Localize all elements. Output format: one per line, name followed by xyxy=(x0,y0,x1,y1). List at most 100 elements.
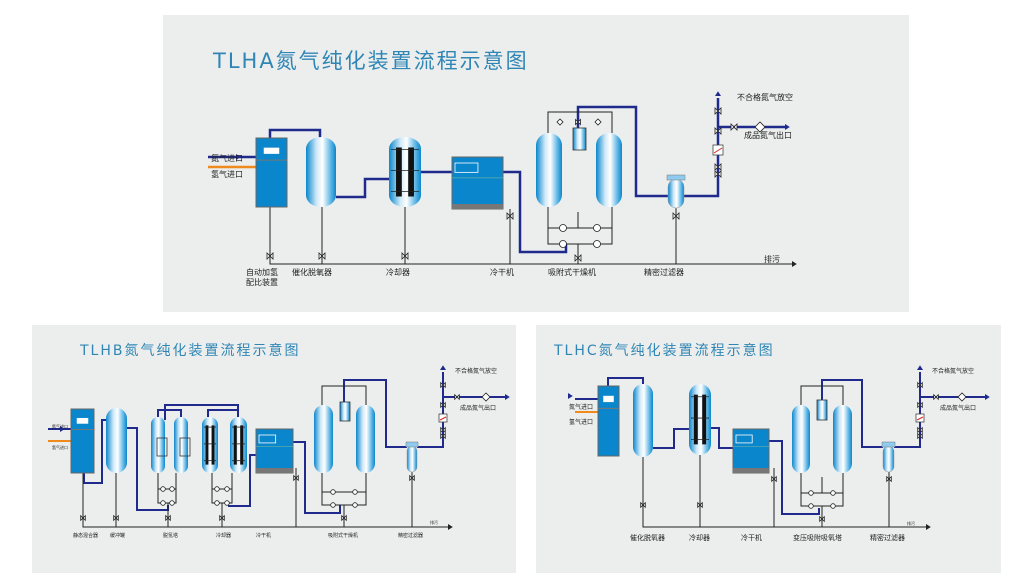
equipment-label: 配比装置 xyxy=(246,277,278,287)
precision-filter xyxy=(406,445,418,473)
arrow-head-icon xyxy=(985,394,990,400)
pipe xyxy=(82,473,448,528)
precision-filter xyxy=(882,445,895,473)
pipe xyxy=(800,385,844,405)
vent-label: 不合格氮气放空 xyxy=(737,92,793,102)
equipment-label: 吸附式干燥机 xyxy=(548,267,596,277)
pneumatic-valve-icon xyxy=(330,489,336,495)
pipe xyxy=(607,377,644,386)
valve-icon xyxy=(574,254,582,262)
pneumatic-valve-icon xyxy=(830,490,836,496)
pipe xyxy=(321,385,367,405)
heat-exchanger-tubes xyxy=(408,147,414,197)
product-outlet-label: 成品氮气出口 xyxy=(460,404,496,412)
valve-icon xyxy=(714,127,722,135)
valve-icon xyxy=(640,501,646,509)
pipe xyxy=(293,441,341,514)
tank xyxy=(106,408,127,473)
pneumatic-valve-icon xyxy=(330,502,336,508)
arrow-head-icon xyxy=(568,393,573,399)
valve-icon xyxy=(113,514,119,522)
valve-icon xyxy=(440,426,446,434)
tank xyxy=(230,417,247,473)
equipment-label: 变压吸附吸氧塔 xyxy=(793,533,842,542)
valve-icon xyxy=(714,170,722,178)
arrow-head-icon xyxy=(236,154,241,160)
refrigerated-dryer xyxy=(451,156,504,210)
pneumatic-valve-icon xyxy=(830,503,836,509)
equipment-label: 精密过滤器 xyxy=(870,533,905,542)
arrow-head-icon xyxy=(505,394,510,400)
vent-label: 不合格氮气放空 xyxy=(932,367,974,375)
pipe xyxy=(207,409,238,417)
tank xyxy=(174,417,188,473)
tank xyxy=(633,384,653,457)
pipe xyxy=(503,170,568,254)
filter-head xyxy=(405,441,419,448)
equipment-label: 精密过滤器 xyxy=(398,532,423,539)
pneumatic-valve-icon xyxy=(160,486,166,492)
equipment-label: 冷却器 xyxy=(216,532,231,539)
heat-exchanger-tubes xyxy=(240,425,244,465)
tank xyxy=(314,405,333,473)
pipe xyxy=(269,207,792,265)
valve-icon xyxy=(886,475,892,483)
pipe xyxy=(547,111,613,133)
flow-meter-needle xyxy=(713,147,723,154)
valve-icon xyxy=(318,252,326,260)
pneumatic-valve-icon xyxy=(169,486,175,492)
equipment-label: 冷干机 xyxy=(256,532,271,539)
arrow-head-icon xyxy=(917,365,923,370)
hydrogen-inlet-label: 氢气进口 xyxy=(211,169,243,179)
pneumatic-valve-icon xyxy=(160,500,166,506)
equipment-label: 脱氢塔 xyxy=(163,532,178,539)
display-panel xyxy=(76,417,89,424)
panel-tlha: TLHA氮气纯化装置流程示意图 氮气进口 氢气进口 不合格氮气放空 成品氮气出口… xyxy=(211,49,793,287)
nitrogen-inlet-label: 氮气进口 xyxy=(569,403,593,411)
tank xyxy=(536,133,562,207)
equipment-label: 精密过滤器 xyxy=(644,267,684,277)
valve-icon xyxy=(917,381,923,389)
pipe xyxy=(343,379,407,448)
pneumatic-valve-icon xyxy=(559,224,567,232)
display-panel xyxy=(603,395,614,403)
pneumatic-valve-icon xyxy=(224,486,230,492)
valve-icon xyxy=(341,514,347,522)
equipment-label: 冷却器 xyxy=(386,267,410,277)
valve-icon xyxy=(454,393,460,401)
equipment-label: 冷却器 xyxy=(689,533,710,542)
equipment-label: 冷干机 xyxy=(490,267,514,277)
mixer-unit xyxy=(597,385,620,457)
tank xyxy=(202,417,218,473)
pipe xyxy=(711,427,733,449)
product-outlet-label: 成品氮气出口 xyxy=(744,130,792,140)
valve-icon xyxy=(80,514,86,522)
valve-icon xyxy=(266,252,274,260)
heat-exchanger-tubes xyxy=(233,425,237,465)
catalyst-cartridge xyxy=(179,437,191,457)
panel-tlhb: TLHB氮气纯化装置流程示意图 氮气进口 氢气进口 不合格氮气放空 成品氮气出口… xyxy=(52,342,497,539)
pipe xyxy=(336,177,389,199)
valve-icon xyxy=(917,426,923,434)
refrigerated-dryer xyxy=(732,428,770,474)
heat-exchanger-tubes xyxy=(693,394,698,445)
pipe xyxy=(653,428,689,449)
heat-exchanger-tubes xyxy=(211,425,215,465)
valve-icon xyxy=(165,514,171,522)
drain-label: 排污 xyxy=(430,519,438,525)
precision-filter xyxy=(667,178,685,209)
hydrogen-inlet-label: 氢气进口 xyxy=(569,418,593,426)
valve-icon xyxy=(401,252,409,260)
tank xyxy=(596,133,622,207)
pipe xyxy=(547,207,613,245)
valve-icon xyxy=(771,475,777,483)
filter-head xyxy=(666,174,686,181)
arrow-head-icon xyxy=(792,261,797,267)
refrigerated-dryer xyxy=(255,428,294,474)
pipe xyxy=(576,105,668,198)
panel-title: TLHA氮气纯化装置流程示意图 xyxy=(212,49,529,73)
control-panel xyxy=(454,162,479,173)
valve-icon xyxy=(933,393,939,401)
tank xyxy=(792,405,810,473)
pipe xyxy=(157,473,177,504)
